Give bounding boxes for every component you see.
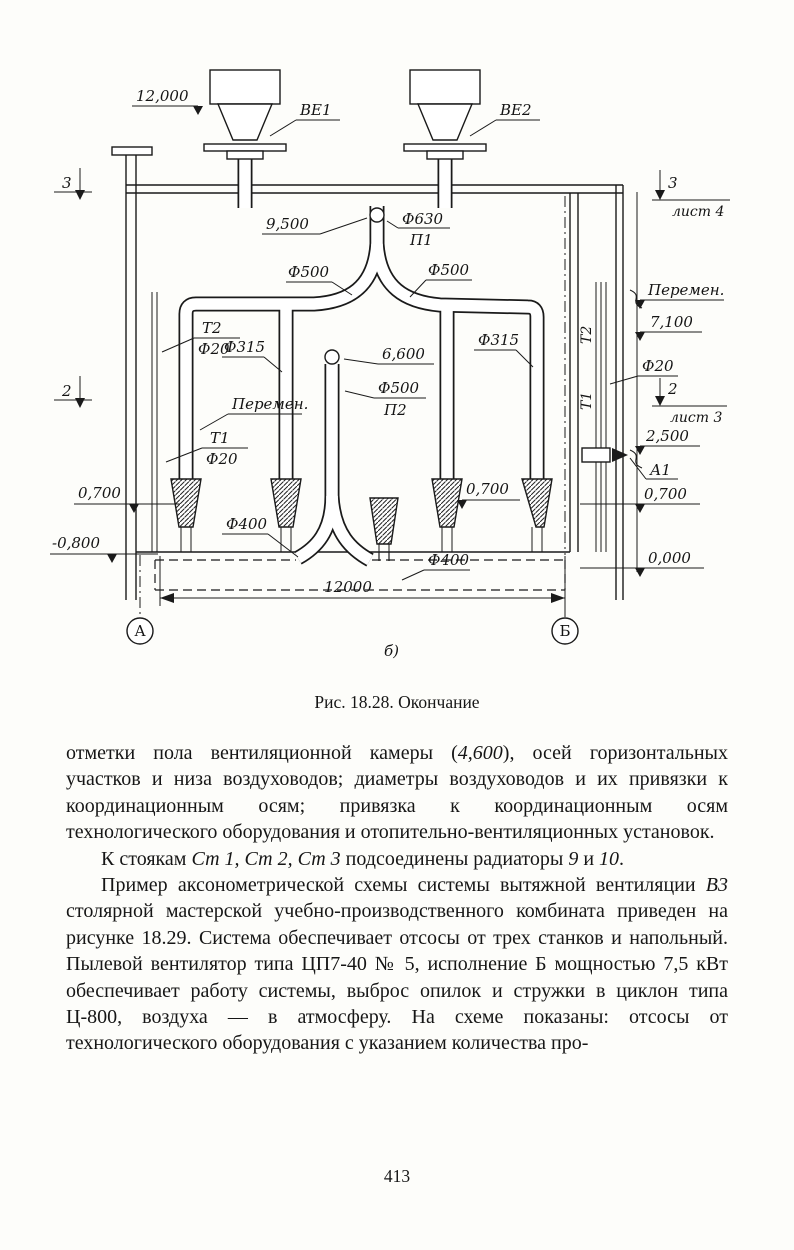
label-f500-right: Ф500: [428, 261, 470, 279]
label-axis-a: А: [134, 622, 146, 640]
text-run-italic: 10: [599, 847, 620, 870]
label-level-7100: 7,100: [650, 313, 693, 331]
label-f315-left: Ф315: [224, 338, 265, 356]
text-run-italic: В3: [705, 874, 728, 897]
diagram-labels: 12,000 ВЕ1 ВЕ2 3 3 лист 4 2 2 лист 3 9,5…: [52, 87, 724, 660]
label-t2: Т2: [202, 319, 222, 337]
label-a1: А1: [649, 461, 671, 479]
text-run: Пример аксонометрической схемы системы в…: [101, 874, 706, 897]
label-f500-p2: Ф500: [378, 379, 420, 397]
label-peremen-right: Перемен.: [647, 281, 724, 299]
ventilation-section-drawing: 12,000 ВЕ1 ВЕ2 3 3 лист 4 2 2 лист 3 9,5…: [50, 69, 730, 660]
p1-connector: [369, 207, 385, 223]
label-be1: ВЕ1: [299, 101, 332, 119]
text-run: отметки пола вентиляционной камеры (: [66, 742, 458, 764]
text-run-italic: Ст 1, Ст 2, Ст 3: [191, 847, 341, 870]
label-f315-right: Ф315: [478, 331, 519, 349]
label-section-3-left: 3: [62, 174, 72, 192]
p2-connector: [324, 349, 340, 365]
label-sheet-3: лист 3: [670, 410, 722, 426]
damper-a1: [581, 447, 628, 463]
grid-and-dimension: [139, 196, 566, 617]
fan-be1: [203, 69, 287, 160]
body-text: отметки пола вентиляционной камеры (4,60…: [66, 740, 728, 1057]
label-section-2-right: 2: [667, 380, 678, 398]
axis-circle-a: [126, 617, 154, 645]
annotation-lines: [50, 105, 730, 581]
label-t1: Т1: [210, 429, 230, 447]
label-f20-t1: Ф20: [206, 450, 238, 468]
label-t1-riser: Т1: [579, 392, 595, 410]
text-run: подсоединены радиаторы: [340, 847, 569, 870]
text-run: столярной мастерской учебно-производстве…: [66, 900, 728, 1055]
label-be2: ВЕ2: [499, 101, 532, 119]
label-level-2500: 2,500: [645, 427, 689, 445]
fan-be2: [403, 69, 487, 160]
figure-18-28: 12,000 ВЕ1 ВЕ2 3 3 лист 4 2 2 лист 3 9,5…: [50, 36, 750, 666]
heating-pipes: [151, 282, 607, 552]
label-f500-left: Ф500: [288, 263, 330, 281]
label-subfigure-b: б): [384, 642, 399, 660]
label-level-m0800: -0,800: [52, 534, 100, 552]
text-run-italic: 9: [568, 847, 579, 870]
label-level-0700-right: 0,700: [644, 485, 687, 503]
label-p2: П2: [383, 401, 407, 419]
label-p1: П1: [409, 231, 433, 249]
label-f20-right: Ф20: [642, 357, 674, 375]
label-sheet-4: лист 4: [672, 204, 724, 220]
label-level-6600: 6,600: [382, 345, 425, 363]
label-f400-left: Ф400: [226, 515, 268, 533]
label-section-3-right: 3: [668, 174, 678, 192]
label-level-0700-mid: 0,700: [466, 480, 509, 498]
label-level-0000: 0,000: [648, 549, 691, 567]
paragraph-1: отметки пола вентиляционной камеры (4,60…: [66, 740, 728, 846]
text-run-italic: 4,600: [457, 742, 503, 764]
label-level-9500: 9,500: [266, 215, 309, 233]
label-f630: Ф630: [402, 210, 444, 228]
intake-cones: [170, 478, 553, 552]
text-run: К стоякам: [101, 847, 192, 870]
figure-caption: Рис. 18.28. Окончание: [314, 692, 480, 712]
label-level-0700-left: 0,700: [78, 484, 121, 502]
paragraph-3: Пример аксонометрической схемы системы в…: [66, 872, 728, 1057]
ducts-inner: [180, 158, 543, 566]
label-peremen-left: Перемен.: [231, 395, 308, 413]
axis-circle-b: [551, 617, 579, 645]
page-number: 413: [383, 1166, 411, 1186]
label-f400-right: Ф400: [428, 551, 470, 569]
text-run: .: [619, 847, 625, 870]
label-axis-b: Б: [559, 622, 570, 640]
text-run: ), осей горизонтальных участков и низа в…: [66, 742, 728, 844]
label-f20-t2: Ф20: [198, 340, 230, 358]
label-section-2-left: 2: [61, 382, 72, 400]
label-level-12000: 12,000: [136, 87, 189, 105]
label-dim-12000: 12000: [324, 578, 372, 596]
text-run: и: [578, 847, 600, 870]
label-t2-riser: Т2: [579, 326, 595, 344]
paragraph-2: К стоякам Ст 1, Ст 2, Ст 3 подсоединены …: [66, 846, 728, 872]
